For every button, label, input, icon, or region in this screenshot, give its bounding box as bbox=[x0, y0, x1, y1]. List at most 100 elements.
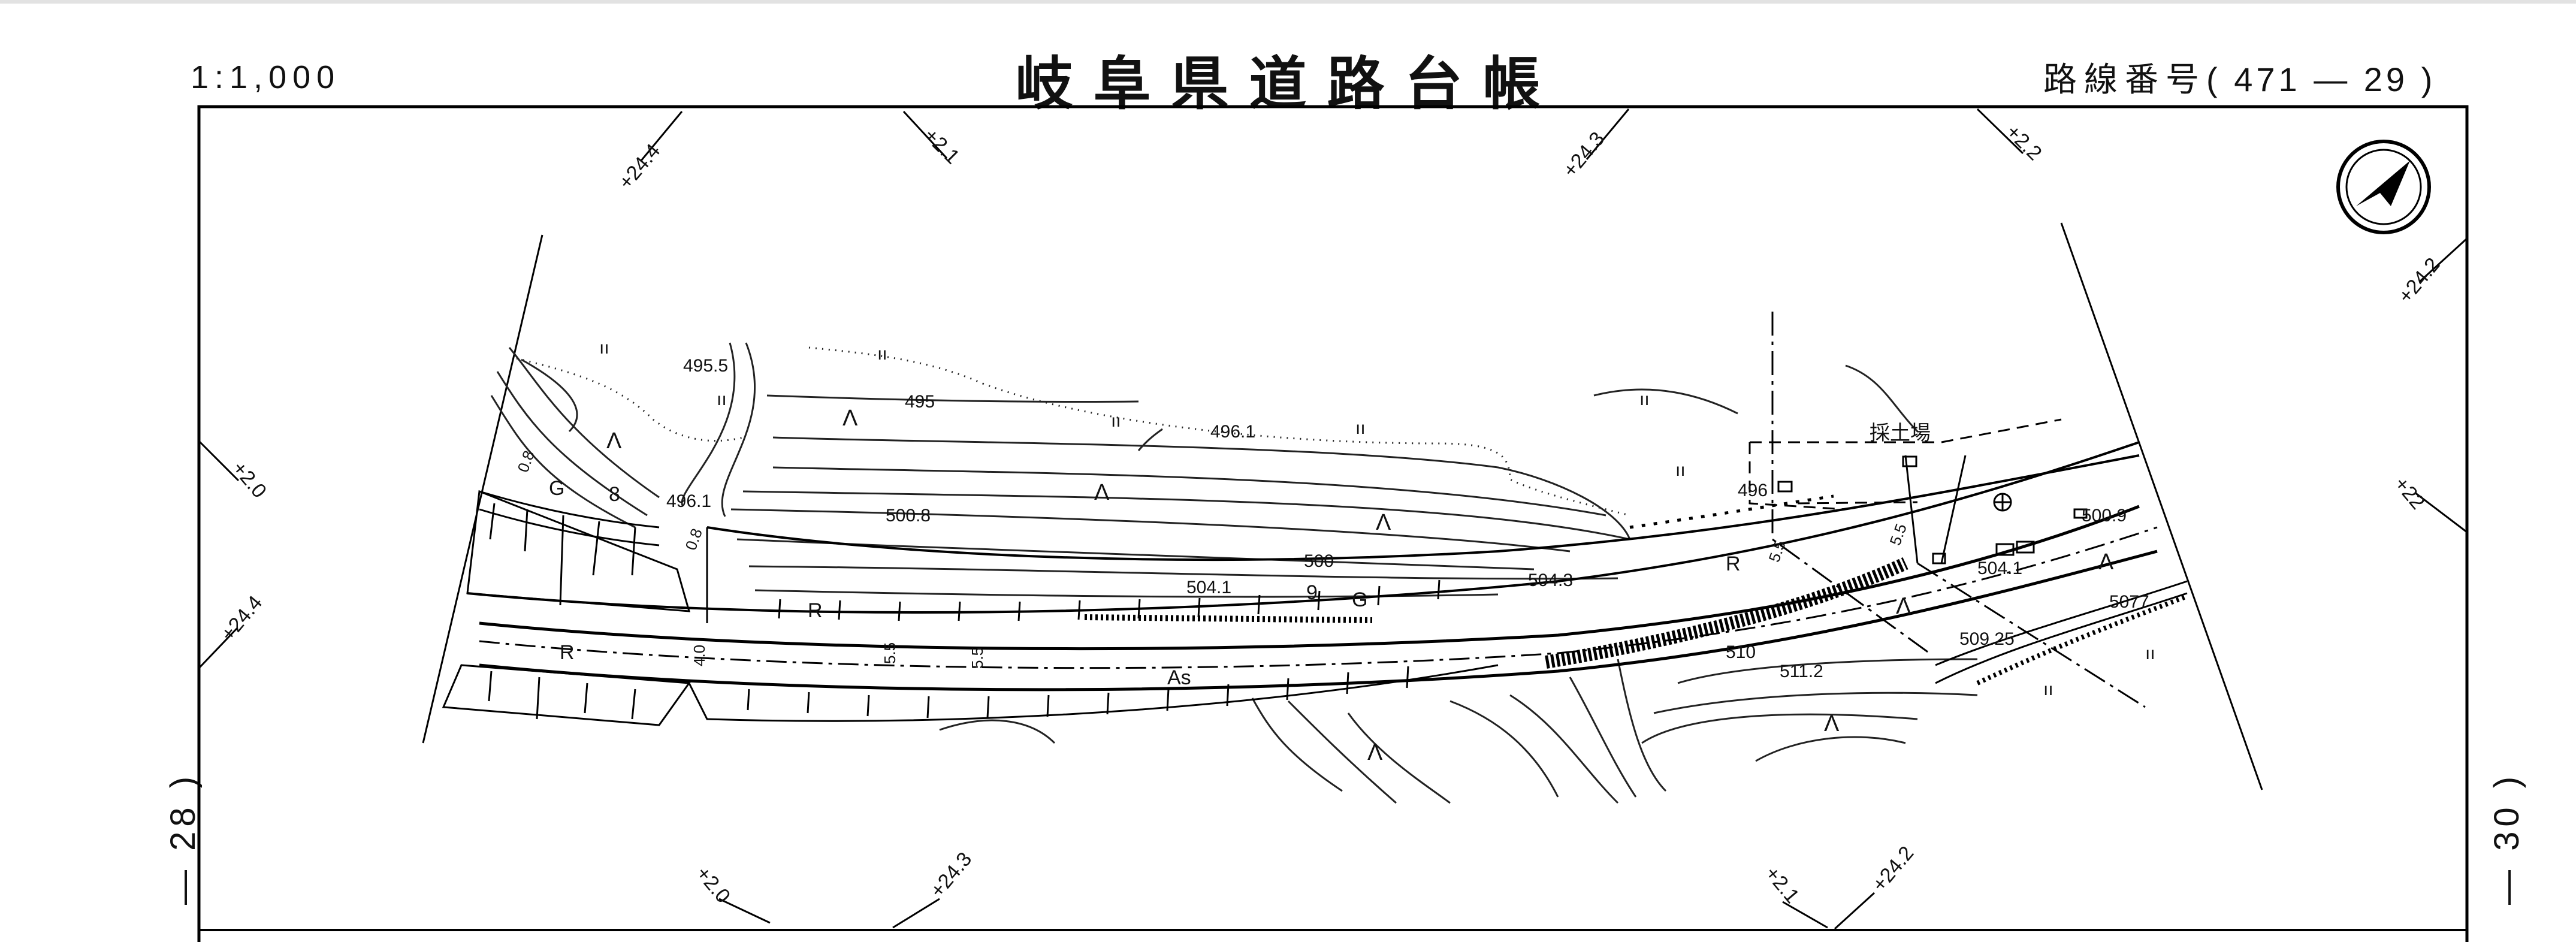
slope-hachure bbox=[926, 696, 930, 718]
elevation-label: 500.9 bbox=[2082, 506, 2127, 526]
slope-hachure bbox=[1106, 692, 1110, 715]
route-number: 路線番号( 471 — 29 ) bbox=[2043, 53, 2436, 101]
slope-hachure bbox=[1257, 594, 1261, 615]
route-sheet-value: 29 bbox=[2363, 61, 2409, 98]
grid-tick-line bbox=[2414, 491, 2468, 533]
grid-tick-line bbox=[198, 440, 240, 482]
slope-hachure bbox=[778, 599, 781, 619]
elevation-label: 511.2 bbox=[1780, 662, 1823, 681]
grid-tick-label: +24.3 bbox=[926, 848, 976, 902]
dotted-boundary bbox=[808, 346, 983, 385]
grass-symbol: ıı bbox=[1675, 460, 1686, 480]
slope-hachure bbox=[1437, 579, 1440, 600]
elevation-label: 5077 bbox=[2109, 592, 2149, 612]
grass-symbol: ıı bbox=[599, 338, 609, 358]
slope-hachure bbox=[1017, 601, 1021, 621]
elevation-label: 495.5 bbox=[683, 356, 728, 376]
property-line bbox=[1771, 312, 1930, 654]
road-edge bbox=[706, 454, 2140, 561]
contour-line bbox=[736, 538, 1535, 570]
elevation-label: 496.1 bbox=[666, 491, 711, 511]
building bbox=[2073, 508, 2088, 519]
contour-line bbox=[939, 719, 1056, 744]
contour-line bbox=[1641, 713, 1918, 744]
wasteland-symbol: Λ bbox=[1896, 594, 1911, 619]
slope-hachure bbox=[489, 503, 496, 540]
route-close: ) bbox=[2421, 61, 2436, 98]
elevation-label: 504.1 bbox=[1186, 578, 1231, 597]
road-edge bbox=[479, 505, 2140, 651]
slope-hachure bbox=[584, 683, 588, 714]
road-centerline bbox=[479, 526, 2158, 669]
grid-tick-line bbox=[1586, 108, 1630, 160]
slope-hachure bbox=[1226, 684, 1230, 707]
contour-line bbox=[1137, 428, 1163, 451]
road-edge bbox=[479, 550, 2158, 692]
retaining-wall bbox=[1545, 557, 1908, 669]
building bbox=[1932, 552, 1946, 564]
slope-hachure bbox=[986, 696, 990, 718]
guard-g-label: G bbox=[1352, 588, 1367, 611]
slope-hachure bbox=[958, 601, 961, 621]
contour-line bbox=[1569, 677, 1637, 798]
contour-line bbox=[742, 490, 1630, 541]
contour-line bbox=[721, 342, 756, 517]
grid-tick-label: +22 bbox=[2390, 473, 2429, 514]
grid-tick-label: +2.0 bbox=[228, 457, 271, 503]
north-arrow-icon bbox=[2336, 140, 2431, 234]
quarry-boundary bbox=[1750, 418, 2062, 443]
contour-line bbox=[496, 371, 648, 517]
slope-hachure bbox=[488, 671, 493, 702]
grid-tick-line bbox=[902, 110, 948, 159]
slope-outline bbox=[442, 664, 691, 726]
quarry-label: 採土場 bbox=[1870, 422, 1931, 445]
grid-tick-label: +2.0 bbox=[691, 862, 735, 908]
elevation-label: 510 bbox=[1726, 642, 1756, 662]
slope-hachure bbox=[838, 600, 841, 620]
pavement-asphalt-label: As bbox=[1167, 666, 1191, 689]
grid-tick-line bbox=[2418, 237, 2468, 283]
grid-tick-line bbox=[1834, 892, 1876, 930]
slope-hachure bbox=[536, 677, 540, 720]
slope-hachure bbox=[898, 601, 901, 621]
grid-tick-label: +2.1 bbox=[919, 124, 964, 168]
building bbox=[2016, 541, 2035, 554]
contour-line bbox=[772, 436, 1631, 540]
road-width-label: 0.8 bbox=[514, 448, 538, 475]
region-boundary-right bbox=[2060, 222, 2263, 790]
elevation-label: 496.1 bbox=[1210, 422, 1255, 442]
contour-line bbox=[490, 395, 636, 529]
road-width-label: 0.8 bbox=[681, 526, 706, 552]
grid-tick-label: +24.4 bbox=[614, 140, 665, 194]
grass-symbol: ıı bbox=[1639, 390, 1650, 409]
grid-tick-line bbox=[718, 898, 771, 924]
slope-hachure bbox=[1077, 600, 1081, 620]
building bbox=[1995, 543, 2015, 556]
bench-mark-label: 8 bbox=[609, 483, 620, 506]
top-rule bbox=[0, 0, 2576, 4]
grid-tick-line bbox=[1782, 901, 1828, 929]
elevation-label: 500 bbox=[1304, 551, 1334, 571]
contour-line bbox=[766, 394, 1139, 403]
slope-hachure bbox=[524, 509, 529, 552]
slope-hachure bbox=[631, 689, 636, 720]
contour-line bbox=[1617, 659, 1667, 792]
contour-line bbox=[681, 342, 736, 507]
slope-hachure bbox=[1046, 695, 1050, 717]
contour-line bbox=[1755, 736, 1906, 762]
contour-line bbox=[508, 347, 660, 499]
wasteland-symbol: Λ bbox=[2098, 550, 2114, 575]
slope-hachure bbox=[1406, 666, 1409, 689]
grid-tick-label: +24.4 bbox=[216, 591, 267, 645]
quarry-boundary bbox=[1797, 501, 1918, 505]
elevation-label: 504.3 bbox=[1528, 570, 1573, 590]
contour-line bbox=[1845, 364, 1919, 433]
contour-line bbox=[1449, 700, 1559, 798]
slope-hachure bbox=[1286, 678, 1289, 701]
route-number-value: 471 bbox=[2234, 61, 2301, 98]
slope-hachure bbox=[866, 695, 870, 717]
grid-tick-label: +2.1 bbox=[1760, 862, 1804, 908]
grid-tick-label: +24.2 bbox=[1868, 842, 1918, 896]
contour-line bbox=[521, 358, 578, 433]
slope-hachure bbox=[1317, 590, 1321, 611]
